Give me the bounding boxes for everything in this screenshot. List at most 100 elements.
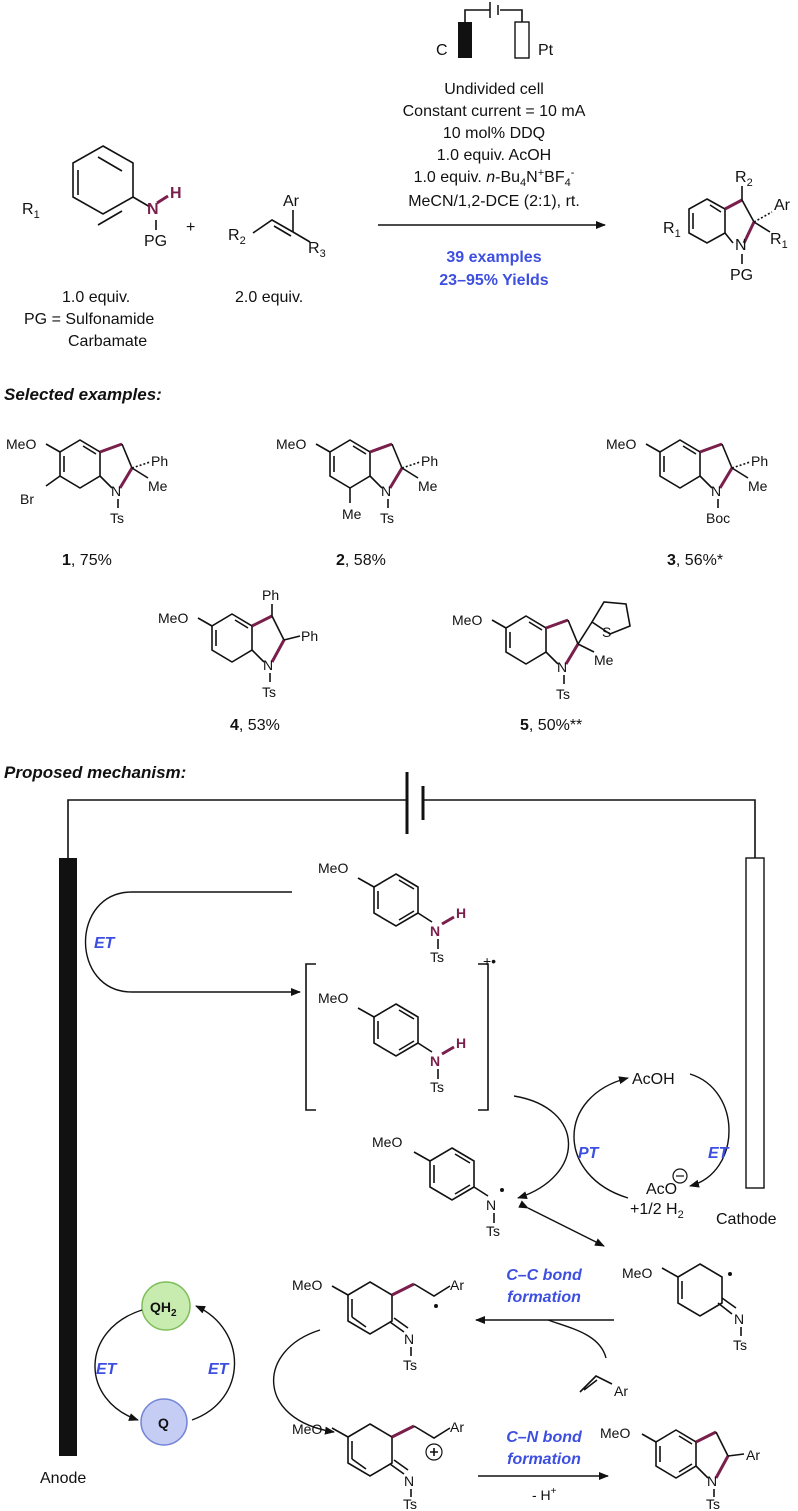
svg-text:N: N bbox=[147, 201, 159, 218]
example-5-number: 5 bbox=[520, 717, 529, 734]
svg-text:N: N bbox=[430, 1053, 440, 1069]
electrode-c-label: C bbox=[436, 42, 448, 59]
cathode-electrode bbox=[745, 857, 765, 1189]
svg-text:Ph: Ph bbox=[751, 453, 768, 469]
et-arrow-q-left bbox=[94, 1309, 143, 1421]
alkene-join-line bbox=[547, 1319, 607, 1359]
et-label-4: ET bbox=[208, 1361, 230, 1378]
reactant1-pg2: Carbamate bbox=[68, 333, 147, 350]
example-4: N Ts Ph Ph MeO 4, 53% bbox=[158, 587, 318, 734]
reactant-alkene: R2 Ar R3 2.0 equiv. bbox=[228, 193, 326, 306]
et-label-3: ET bbox=[96, 1361, 118, 1378]
svg-text:Ph: Ph bbox=[421, 453, 438, 469]
final-indoline: N Ts Ar MeO bbox=[600, 1425, 760, 1511]
et-label-1: ET bbox=[94, 935, 116, 952]
svg-text:Ts: Ts bbox=[733, 1337, 747, 1353]
svg-text:Ts: Ts bbox=[706, 1496, 720, 1511]
svg-text:MeO: MeO bbox=[292, 1277, 322, 1293]
svg-text:MeO: MeO bbox=[600, 1425, 630, 1441]
qh2-label: QH2 bbox=[150, 1299, 177, 1319]
example-4-number: 4 bbox=[230, 717, 239, 734]
svg-text:MeO: MeO bbox=[622, 1265, 652, 1281]
cc-bond-label-2: formation bbox=[507, 1289, 581, 1306]
svg-text:MeO: MeO bbox=[158, 610, 188, 626]
n-radical: MeO N Ts bbox=[372, 1134, 504, 1239]
cathode-label: Cathode bbox=[716, 1211, 777, 1228]
svg-text:+•: +• bbox=[483, 953, 496, 969]
svg-text:Ar: Ar bbox=[450, 1419, 464, 1435]
svg-text:Ts: Ts bbox=[403, 1357, 417, 1373]
svg-text:MeO: MeO bbox=[318, 860, 348, 876]
product-indoline: N PG R2 Ar R1 R1 bbox=[663, 169, 791, 284]
svg-text:R2: R2 bbox=[228, 227, 246, 247]
svg-text:Me: Me bbox=[418, 478, 438, 494]
h2-label: +1/2 H2 bbox=[630, 1201, 684, 1221]
svg-text:N: N bbox=[404, 1473, 414, 1489]
example-5: N Ts Me S MeO 5, 50%** bbox=[452, 601, 631, 734]
svg-text:MeO: MeO bbox=[6, 436, 36, 452]
resonance-arrow bbox=[518, 1200, 605, 1247]
svg-text:Ts: Ts bbox=[110, 510, 124, 526]
condition-ddq: 10 mol% DDQ bbox=[443, 125, 545, 142]
svg-text:H: H bbox=[456, 905, 466, 921]
svg-text:R1: R1 bbox=[770, 231, 788, 251]
example-3: N Boc Ph Me MeO 3, 56%* bbox=[606, 436, 768, 569]
selected-examples-heading: Selected examples: bbox=[4, 385, 162, 404]
yields-range: 23–95% Yields bbox=[439, 272, 549, 289]
svg-text:MeO: MeO bbox=[372, 1134, 402, 1150]
minus-h-label: - H+ bbox=[532, 1486, 557, 1503]
svg-text:Ar: Ar bbox=[283, 193, 300, 210]
svg-text:N: N bbox=[734, 1311, 744, 1327]
cc-bond-label-1: C–C bond bbox=[506, 1267, 583, 1284]
svg-text:N: N bbox=[557, 659, 567, 675]
svg-text:R2: R2 bbox=[735, 169, 753, 189]
svg-text:PG: PG bbox=[730, 267, 753, 284]
svg-text:Ts: Ts bbox=[262, 684, 276, 700]
svg-text:Ph: Ph bbox=[262, 587, 279, 603]
svg-text:R1: R1 bbox=[22, 201, 40, 221]
svg-text:1, 75%: 1, 75% bbox=[62, 552, 112, 569]
reactant1-pg: PG = Sulfonamide bbox=[24, 311, 154, 328]
cation-adduct: MeO Ar N Ts bbox=[292, 1419, 464, 1511]
example-2-yield: , 58% bbox=[345, 552, 386, 569]
svg-text:Ts: Ts bbox=[380, 510, 394, 526]
svg-text:Ts: Ts bbox=[486, 1223, 500, 1239]
svg-text:N: N bbox=[711, 483, 721, 499]
et-arrow-cathode bbox=[689, 1073, 730, 1188]
svg-text:3, 56%*: 3, 56%* bbox=[667, 552, 723, 569]
svg-text:MeO: MeO bbox=[276, 436, 306, 452]
svg-text:N: N bbox=[404, 1331, 414, 1347]
conditions: Undivided cell Constant current = 10 mA … bbox=[378, 81, 606, 289]
mechanism-heading: Proposed mechanism: bbox=[4, 763, 186, 782]
svg-text:MeO: MeO bbox=[318, 990, 348, 1006]
example-5-yield: , 50%** bbox=[529, 717, 582, 734]
svg-text:Me: Me bbox=[342, 506, 362, 522]
svg-text:MeO: MeO bbox=[292, 1421, 322, 1437]
svg-text:N: N bbox=[735, 237, 747, 254]
pt-arrow-left bbox=[513, 1095, 570, 1200]
anode-electrode bbox=[59, 858, 77, 1456]
svg-text:Boc: Boc bbox=[706, 510, 730, 526]
svg-text:Br: Br bbox=[20, 491, 34, 507]
example-3-yield: , 56%* bbox=[676, 552, 723, 569]
condition-current: Constant current = 10 mA bbox=[403, 103, 586, 120]
condition-electrolyte: 1.0 equiv. n-Bu4N+BF4- bbox=[414, 167, 575, 189]
svg-text:MeO: MeO bbox=[452, 612, 482, 628]
svg-text:MeO: MeO bbox=[606, 436, 636, 452]
q-circle bbox=[140, 1398, 188, 1446]
svg-text:2, 58%: 2, 58% bbox=[336, 552, 386, 569]
minus-charge-icon bbox=[672, 1168, 688, 1184]
svg-text:Ar: Ar bbox=[774, 197, 791, 214]
examples-count: 39 examples bbox=[446, 249, 541, 266]
cn-bond-label-2: formation bbox=[507, 1451, 581, 1468]
svg-text:Ts: Ts bbox=[430, 949, 444, 965]
example-2: N Ts Ph Me MeO Me 2, 58% bbox=[276, 436, 438, 569]
svg-text:N: N bbox=[111, 483, 121, 499]
radical-adduct: MeO Ar N Ts bbox=[292, 1277, 464, 1373]
svg-text:Me: Me bbox=[748, 478, 768, 494]
plus-sign: + bbox=[186, 219, 195, 236]
et-arrow-adduct bbox=[272, 1329, 335, 1435]
svg-text:H: H bbox=[170, 185, 182, 202]
svg-text:Ar: Ar bbox=[746, 1447, 760, 1463]
